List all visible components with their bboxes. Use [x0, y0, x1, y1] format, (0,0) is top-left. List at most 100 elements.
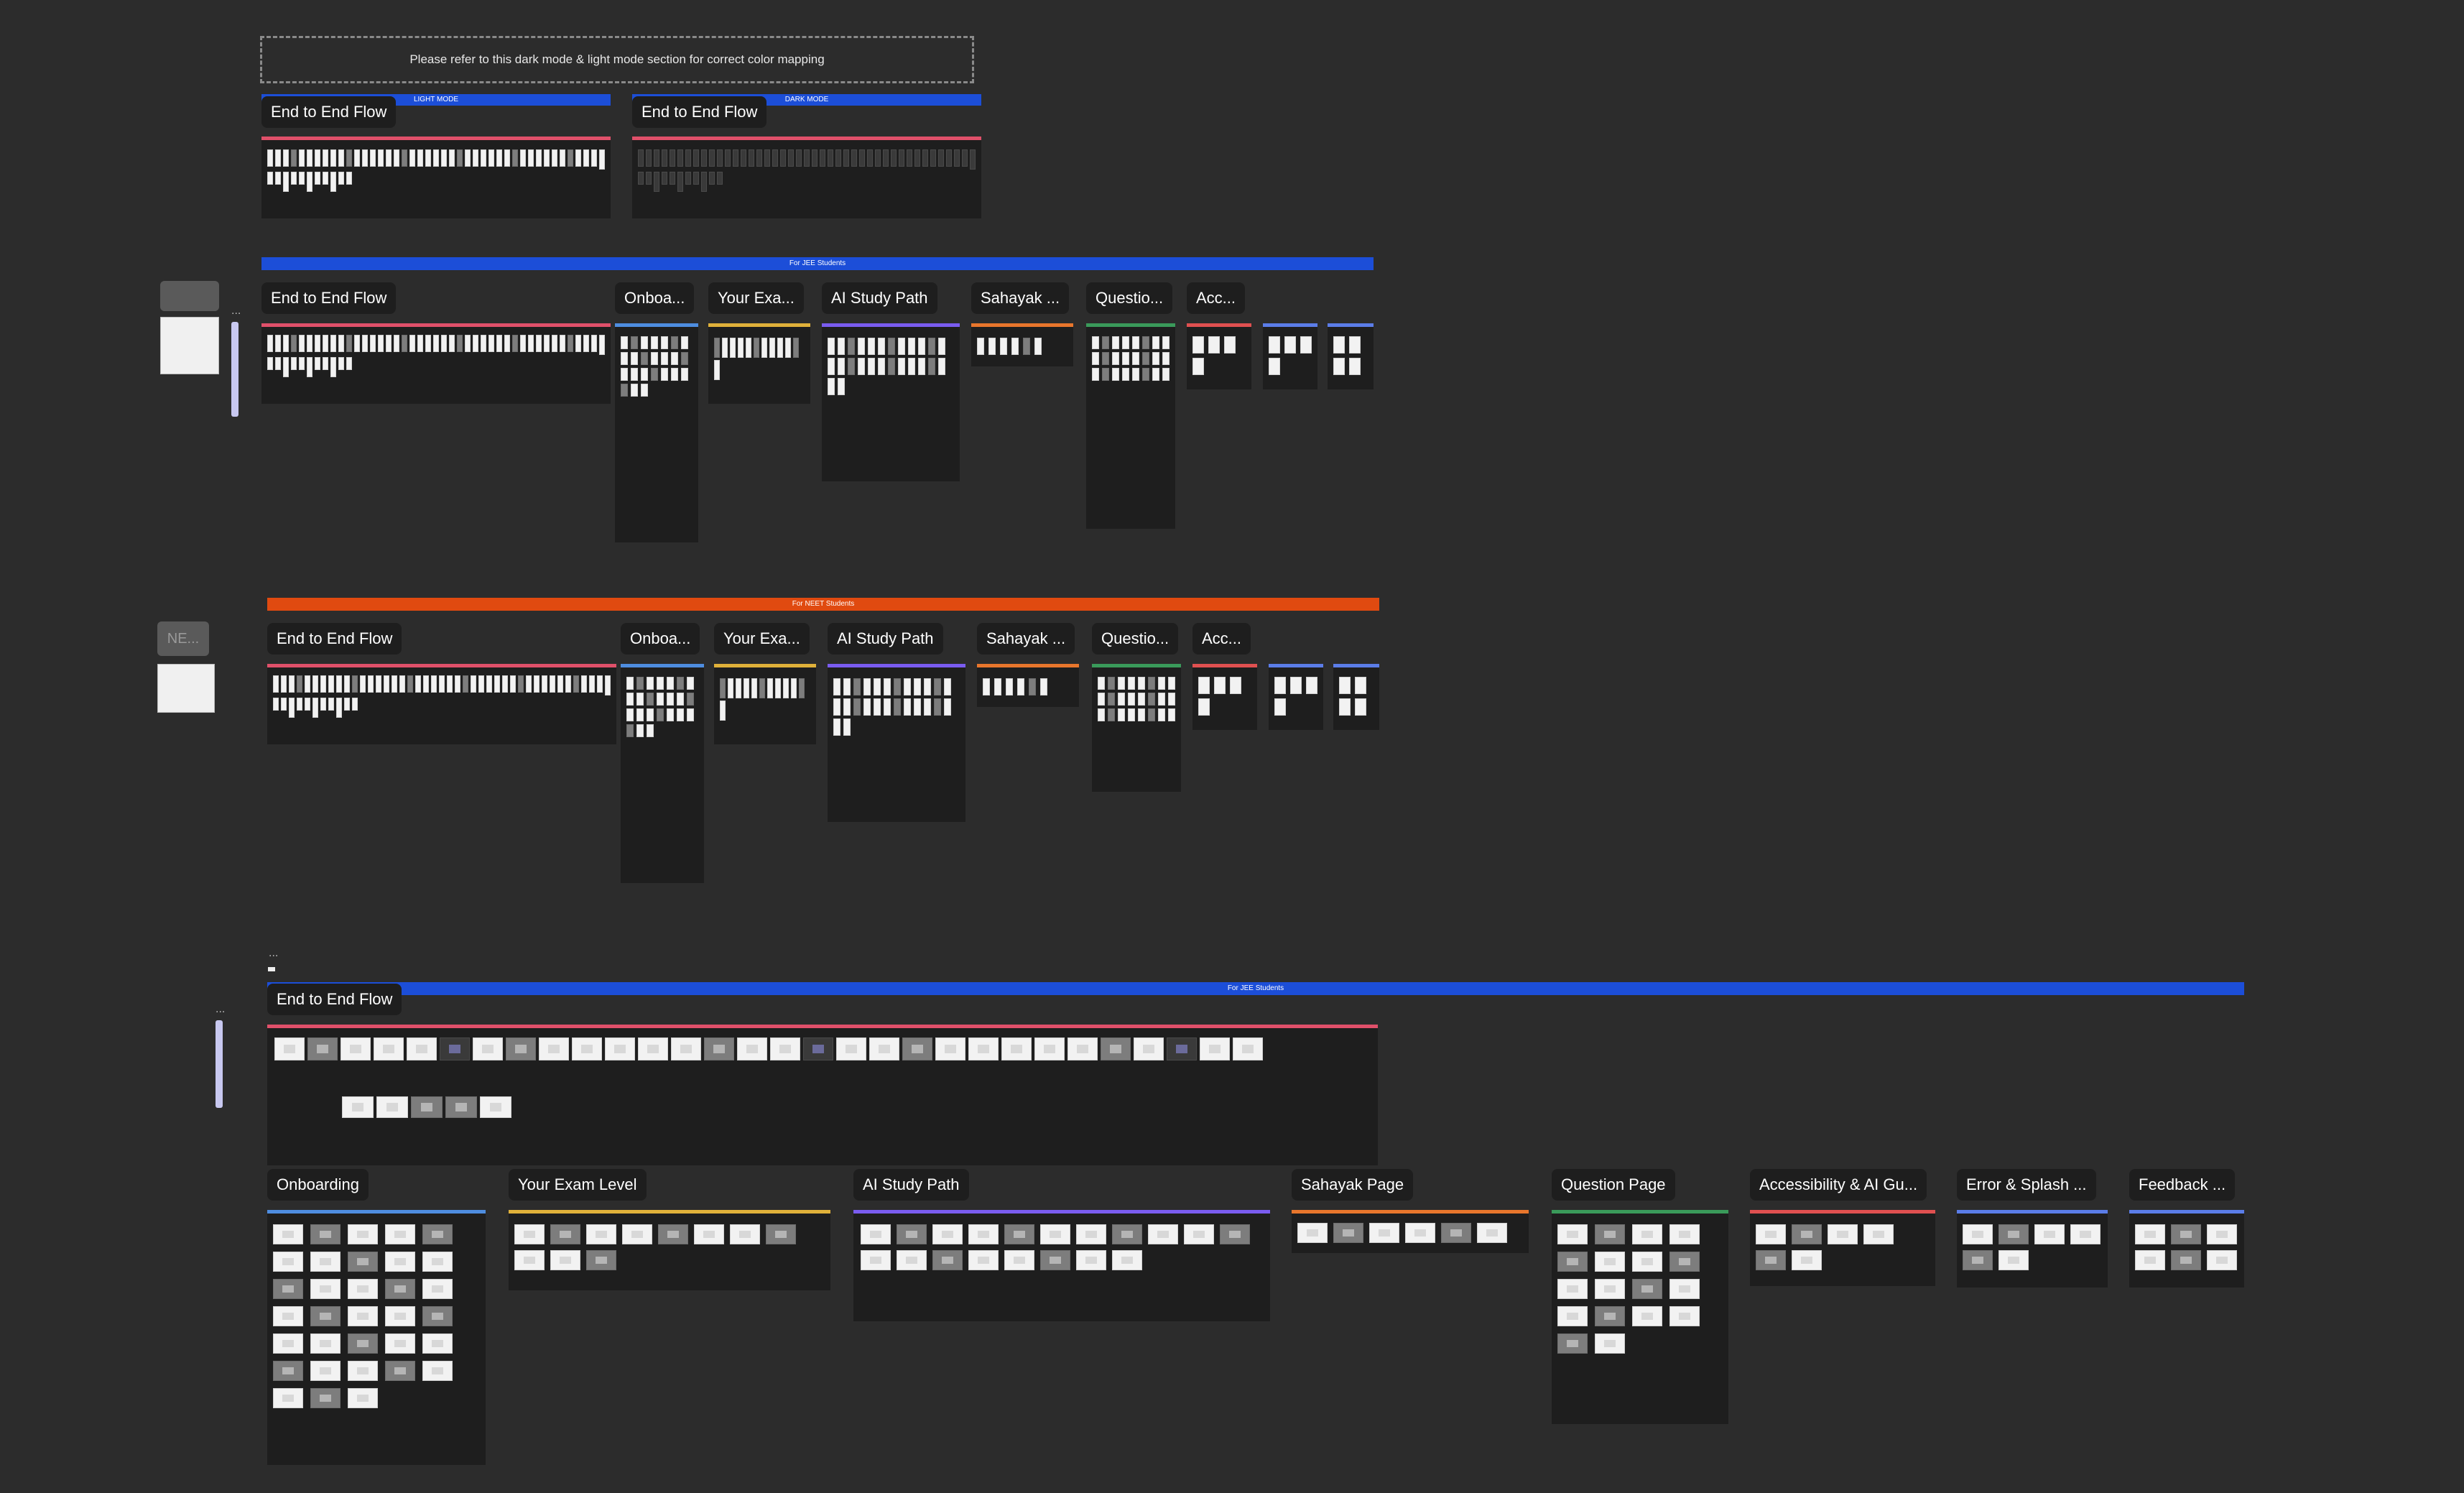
screen-thumbnail[interactable] [820, 149, 825, 167]
screen-thumbnail[interactable] [685, 172, 691, 185]
screen-thumbnail[interactable] [291, 149, 297, 167]
screen-thumbnail[interactable] [336, 698, 342, 718]
screen-thumbnail[interactable] [473, 149, 478, 167]
screen-thumbnail[interactable] [730, 1224, 760, 1244]
screen-thumbnail[interactable] [323, 357, 328, 370]
screen-thumbnail[interactable] [411, 1096, 443, 1118]
screen-thumbnail[interactable] [868, 338, 875, 355]
screen-thumbnail[interactable] [621, 352, 628, 365]
screen-thumbnail[interactable] [833, 678, 840, 695]
screen-thumbnail[interactable] [883, 149, 889, 167]
screen-thumbnail[interactable] [273, 675, 279, 693]
screen-thumbnail[interactable] [1138, 693, 1145, 706]
screen-thumbnail[interactable] [330, 172, 336, 192]
tab-question-jee[interactable]: Questio... [1086, 282, 1173, 314]
screen-thumbnail[interactable] [385, 1306, 415, 1326]
screen-thumbnail[interactable] [323, 335, 328, 352]
screen-thumbnail[interactable] [510, 675, 516, 693]
screen-thumbnail[interactable] [1595, 1224, 1625, 1244]
dark-mode-flow-frame[interactable] [632, 137, 981, 218]
screen-thumbnail[interactable] [1152, 336, 1159, 349]
screen-thumbnail[interactable] [658, 1224, 688, 1244]
screen-thumbnail[interactable] [289, 698, 295, 718]
screen-thumbnail[interactable] [853, 678, 861, 695]
tab-end-to-end-bottom[interactable]: End to End Flow [267, 984, 402, 1015]
screen-thumbnail[interactable] [2135, 1250, 2165, 1270]
screen-thumbnail[interactable] [898, 338, 905, 355]
section-label-end-to-end-light[interactable]: End to End Flow [261, 96, 397, 128]
screen-thumbnail[interactable] [1300, 336, 1312, 353]
screen-thumbnail[interactable] [422, 1333, 453, 1354]
screen-thumbnail[interactable] [1557, 1333, 1588, 1354]
screen-thumbnail[interactable] [1557, 1306, 1588, 1326]
screen-thumbnail[interactable] [1092, 336, 1099, 349]
screen-thumbnail[interactable] [1122, 368, 1129, 381]
screen-thumbnail[interactable] [502, 675, 508, 693]
tab-onboarding[interactable]: Onboarding [267, 1169, 369, 1201]
screen-thumbnail[interactable] [267, 149, 273, 167]
screen-thumbnail[interactable] [1369, 1223, 1399, 1243]
screen-thumbnail[interactable] [867, 149, 873, 167]
screen-thumbnail[interactable] [572, 1037, 602, 1060]
screen-thumbnail[interactable] [560, 335, 565, 352]
screen-thumbnail[interactable] [788, 149, 794, 167]
screen-thumbnail[interactable] [899, 149, 904, 167]
screen-thumbnail[interactable] [283, 357, 289, 377]
screen-thumbnail[interactable] [1004, 1250, 1034, 1270]
screen-thumbnail[interactable] [736, 678, 741, 698]
screen-thumbnail[interactable] [1355, 677, 1366, 694]
screen-thumbnail[interactable] [662, 149, 667, 167]
screen-thumbnail[interactable] [514, 1250, 545, 1270]
screen-thumbnail[interactable] [348, 1279, 378, 1299]
screen-thumbnail[interactable] [494, 675, 500, 693]
screen-thumbnail[interactable] [859, 149, 865, 167]
screen-thumbnail[interactable] [1128, 693, 1135, 706]
jee-ai-study-path-frame[interactable] [822, 323, 960, 481]
screen-thumbnail[interactable] [1132, 368, 1139, 381]
screen-thumbnail[interactable] [348, 1333, 378, 1354]
screen-thumbnail[interactable] [1998, 1250, 2029, 1270]
screen-thumbnail[interactable] [291, 357, 297, 370]
tab-end-to-end-neet[interactable]: End to End Flow [267, 623, 402, 655]
screen-thumbnail[interactable] [299, 172, 305, 185]
screen-thumbnail[interactable] [670, 172, 675, 185]
screen-thumbnail[interactable] [720, 678, 726, 698]
screen-thumbnail[interactable] [471, 675, 476, 693]
screen-thumbnail[interactable] [1669, 1306, 1700, 1326]
screen-thumbnail[interactable] [504, 149, 510, 167]
bottom-feedback-frame[interactable] [2129, 1210, 2244, 1288]
screen-thumbnail[interactable] [1001, 1037, 1032, 1060]
screen-thumbnail[interactable] [328, 698, 334, 711]
screen-thumbnail[interactable] [591, 149, 597, 167]
screen-thumbnail[interactable] [756, 149, 762, 167]
screen-thumbnail[interactable] [657, 693, 664, 706]
screen-thumbnail[interactable] [573, 675, 579, 693]
light-mode-flow-frame[interactable] [261, 137, 611, 218]
screen-thumbnail[interactable] [641, 352, 648, 365]
screen-thumbnail[interactable] [402, 149, 407, 167]
screen-thumbnail[interactable] [894, 678, 901, 695]
screen-thumbnail[interactable] [320, 675, 326, 693]
screen-thumbnail[interactable] [463, 675, 468, 693]
jee-sahayak-frame[interactable] [971, 323, 1073, 366]
screen-thumbnail[interactable] [1224, 336, 1236, 353]
screen-thumbnail[interactable] [621, 368, 628, 381]
screen-thumbnail[interactable] [799, 678, 805, 698]
jee-exam-level-frame[interactable] [708, 323, 810, 404]
screen-thumbnail[interactable] [370, 335, 376, 352]
screen-thumbnail[interactable] [902, 1037, 932, 1060]
screen-thumbnail[interactable] [2207, 1224, 2237, 1244]
screen-thumbnail[interactable] [354, 149, 360, 167]
screen-thumbnail[interactable] [315, 149, 320, 167]
screen-thumbnail[interactable] [647, 693, 654, 706]
screen-thumbnail[interactable] [565, 675, 571, 693]
screen-thumbnail[interactable] [544, 149, 550, 167]
screen-thumbnail[interactable] [924, 698, 931, 716]
screen-thumbnail[interactable] [843, 149, 849, 167]
screen-thumbnail[interactable] [694, 1224, 724, 1244]
screen-thumbnail[interactable] [638, 1037, 668, 1060]
screen-thumbnail[interactable] [267, 335, 273, 352]
screen-thumbnail[interactable] [1306, 677, 1317, 694]
screen-thumbnail[interactable] [897, 1250, 927, 1270]
screen-thumbnail[interactable] [1148, 693, 1155, 706]
